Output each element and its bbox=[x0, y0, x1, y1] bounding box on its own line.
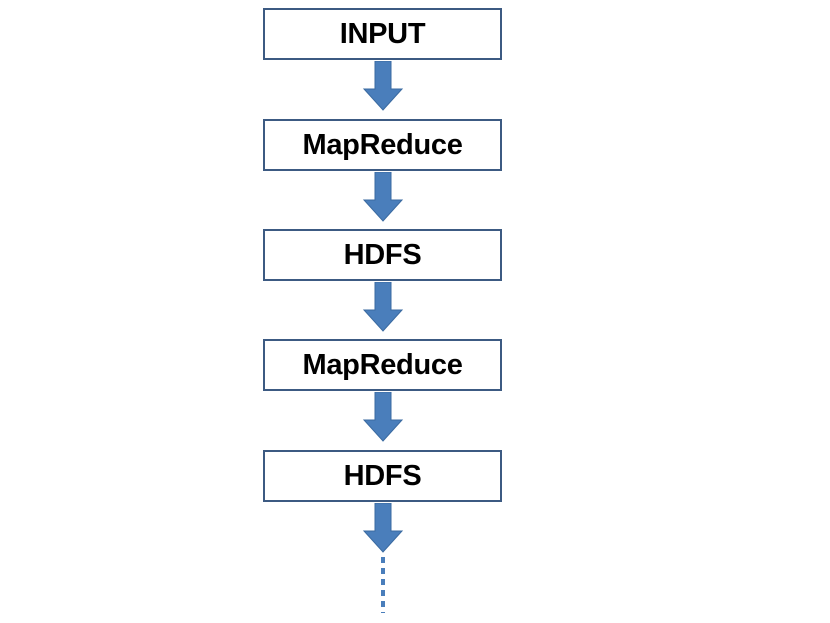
input-label: INPUT bbox=[339, 17, 426, 50]
mapreduce-label: MapReduce bbox=[302, 128, 463, 161]
hdfs-box: HDFS bbox=[263, 229, 502, 281]
mapreduce-label: MapReduce bbox=[302, 348, 463, 381]
down-arrow-icon bbox=[362, 61, 404, 111]
continuation-dotted-line bbox=[381, 557, 385, 613]
input-box: INPUT bbox=[263, 8, 502, 60]
mapreduce-box: MapReduce bbox=[263, 339, 502, 391]
hdfs-label: HDFS bbox=[343, 238, 422, 271]
down-arrow-icon bbox=[362, 503, 404, 553]
hdfs-label: HDFS bbox=[343, 459, 422, 492]
mapreduce-box: MapReduce bbox=[263, 119, 502, 171]
hdfs-box: HDFS bbox=[263, 450, 502, 502]
down-arrow-icon bbox=[362, 392, 404, 442]
down-arrow-icon bbox=[362, 172, 404, 222]
down-arrow-icon bbox=[362, 282, 404, 332]
